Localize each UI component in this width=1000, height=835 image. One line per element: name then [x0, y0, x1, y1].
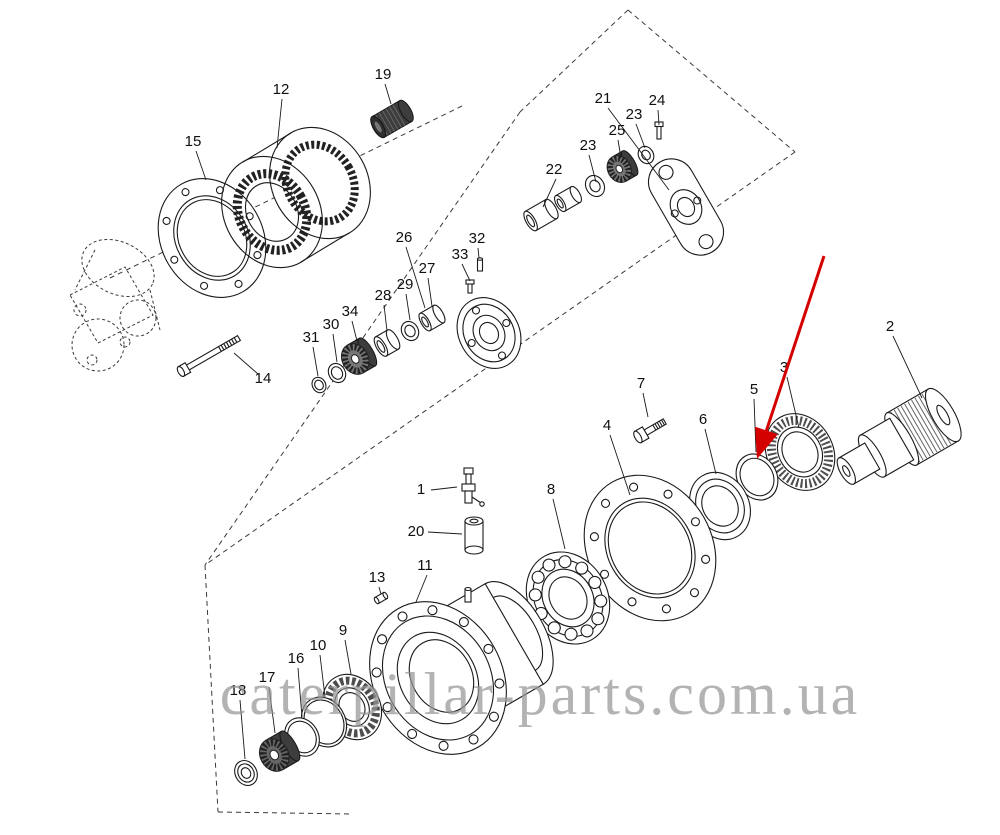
callout-28: 28: [375, 287, 392, 304]
callout-12: 12: [273, 81, 290, 98]
callout-31: 31: [303, 329, 320, 346]
part-spacer-22b: [553, 185, 583, 213]
callout-23a: 23: [580, 137, 597, 154]
callout-1: 1: [417, 481, 425, 498]
callout-30: 30: [323, 316, 340, 333]
part-ball-bearing-8: [525, 551, 611, 645]
part-ring-31: [311, 376, 327, 394]
callout-22: 22: [546, 161, 563, 178]
part-cover-flange-4: [583, 474, 717, 622]
part-bearing-3: [764, 413, 836, 491]
subassembly-21-25: [523, 121, 725, 256]
callout-26: 26: [396, 229, 413, 246]
part-bushing-27: [418, 304, 446, 332]
callout-34: 34: [342, 303, 359, 320]
callout-25: 25: [609, 122, 626, 139]
callout-32: 32: [469, 230, 486, 247]
part-gear-34: [340, 337, 378, 375]
part-valve-1: [461, 467, 485, 507]
part-washer-23b: [637, 145, 655, 165]
part-gear-25: [606, 150, 639, 183]
callout-15: 15: [185, 133, 202, 150]
part-coupling-plate-21: [647, 158, 725, 256]
callout-7: 7: [637, 375, 645, 392]
callout-29: 29: [397, 276, 414, 293]
part-output-shaft-2: [836, 387, 962, 485]
part-hub-housing-11: [369, 581, 554, 755]
part-pin-13: [373, 591, 389, 605]
callout-18: 18: [230, 682, 247, 699]
part-coupling-19: [370, 99, 414, 139]
part-washer-29: [400, 320, 420, 342]
subassembly-26-34: [311, 257, 522, 394]
callout-2: 2: [886, 318, 894, 335]
callout-20: 20: [408, 523, 425, 540]
callout-5: 5: [750, 381, 758, 398]
callout-14: 14: [255, 370, 272, 387]
part-bolt-7: [633, 418, 667, 444]
callout-3: 3: [780, 359, 788, 376]
part-carrier-flange: [456, 297, 522, 369]
part-bushing-20: [464, 516, 484, 555]
callout-labels: 19 12 15 21 22 23 25 23 24 26 32 33 27 2…: [185, 66, 895, 699]
callout-27: 27: [419, 260, 436, 277]
part-screw-33: [465, 279, 475, 294]
highlight-arrow: [755, 255, 826, 459]
callout-13: 13: [369, 569, 386, 586]
callout-6: 6: [699, 411, 707, 428]
callout-23b: 23: [626, 106, 643, 123]
part-washer-30: [327, 362, 347, 384]
watermark-text: caterpillar-parts.com.ua: [220, 661, 861, 727]
callout-24: 24: [649, 92, 666, 109]
hydraulic-motor-phantom: [69, 238, 161, 372]
callout-11: 11: [417, 557, 433, 574]
part-bushing-28: [373, 329, 401, 357]
part-coupling-17: [258, 730, 301, 772]
part-ring-gear-12: [221, 126, 371, 269]
callout-17: 17: [259, 669, 276, 686]
callout-8: 8: [547, 481, 555, 498]
callout-33: 33: [452, 246, 469, 263]
callout-21: 21: [595, 90, 612, 107]
leader-lines: [195, 83, 923, 760]
part-spacer-22a: [523, 198, 559, 232]
callout-4: 4: [603, 417, 611, 434]
part-bolt-14: [176, 334, 242, 378]
part-washer-18: [234, 759, 258, 787]
callout-9: 9: [339, 622, 347, 639]
callout-10: 10: [310, 637, 327, 654]
part-pin-32: [476, 257, 484, 272]
callout-19: 19: [375, 66, 392, 83]
callout-16: 16: [288, 650, 305, 667]
part-washer-23a: [584, 174, 606, 198]
